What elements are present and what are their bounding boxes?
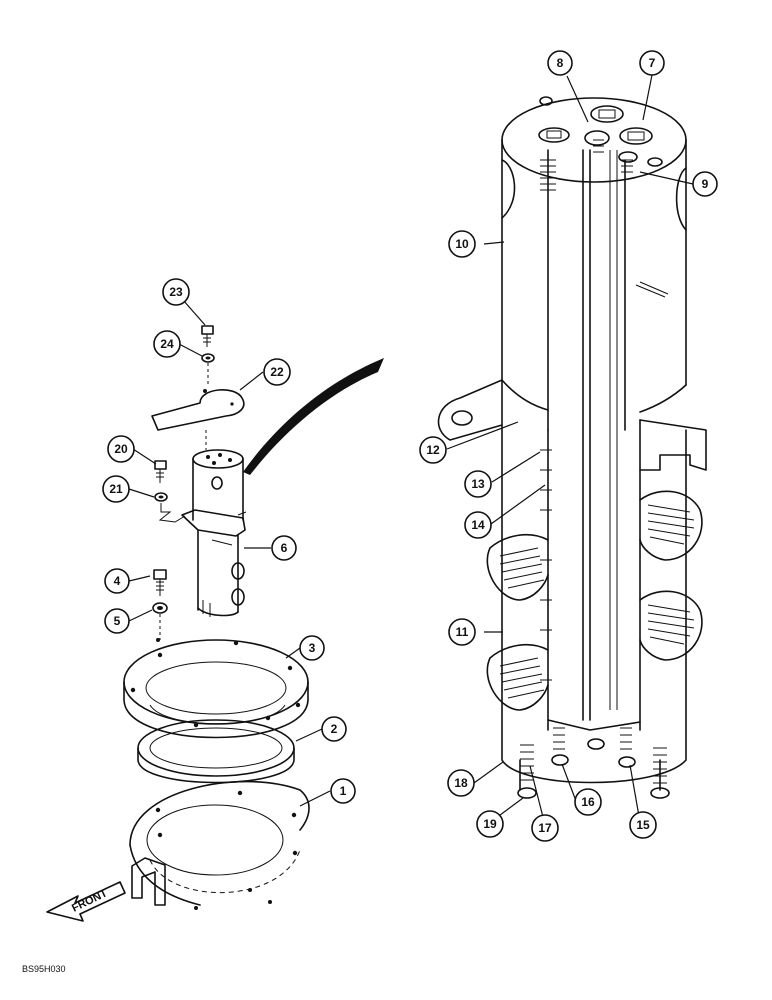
callout-9: 9 <box>692 171 718 197</box>
svg-text:12: 12 <box>426 443 440 457</box>
gasket-part <box>129 780 310 910</box>
callout-10: 10 <box>448 230 476 258</box>
rotary-joint-body-part <box>181 449 247 617</box>
callout-11: 11 <box>448 618 476 646</box>
washer-21-part <box>154 492 186 523</box>
callout-14: 14 <box>464 511 492 539</box>
svg-text:21: 21 <box>109 482 123 496</box>
seal-ring-part <box>137 719 295 784</box>
bolt-4-part <box>153 569 167 596</box>
svg-text:16: 16 <box>581 795 595 809</box>
svg-text:8: 8 <box>557 56 564 70</box>
swivel-core-part <box>437 96 707 799</box>
bolt-23-part <box>201 325 214 347</box>
flange-ring-part <box>123 638 309 739</box>
callout-17: 17 <box>531 814 559 842</box>
callout-19: 19 <box>476 810 504 838</box>
svg-text:4: 4 <box>114 574 121 588</box>
svg-text:19: 19 <box>483 817 497 831</box>
svg-text:23: 23 <box>169 285 183 299</box>
svg-text:18: 18 <box>454 776 468 790</box>
washer-24-part <box>201 353 215 384</box>
washer-5-part <box>152 602 168 640</box>
callout-21: 21 <box>102 475 130 503</box>
bolt-20-part <box>154 460 167 483</box>
leader-lines <box>128 74 694 826</box>
stopper-plate-part <box>151 388 245 450</box>
callout-20: 20 <box>107 435 135 463</box>
callout-15: 15 <box>629 811 657 839</box>
front-label: FRONT <box>70 887 110 915</box>
callout-16: 16 <box>574 788 602 816</box>
callout-1: 1 <box>330 778 356 804</box>
svg-text:2: 2 <box>331 722 338 736</box>
svg-text:6: 6 <box>281 541 288 555</box>
svg-text:10: 10 <box>455 237 469 251</box>
retaining-clip-part <box>131 857 166 906</box>
svg-text:22: 22 <box>270 365 284 379</box>
callout-2: 2 <box>321 716 347 742</box>
callout-4: 4 <box>104 568 130 594</box>
svg-text:15: 15 <box>636 818 650 832</box>
callout-8: 8 <box>547 50 573 76</box>
svg-text:14: 14 <box>471 518 485 532</box>
callout-18: 18 <box>447 769 475 797</box>
svg-text:20: 20 <box>114 442 128 456</box>
connecting-arrow-wedge <box>243 358 384 475</box>
svg-text:3: 3 <box>309 641 316 655</box>
svg-text:5: 5 <box>114 614 121 628</box>
callout-12: 12 <box>419 436 447 464</box>
callout-22: 22 <box>263 358 291 386</box>
callout-13: 13 <box>464 470 492 498</box>
svg-text:9: 9 <box>702 177 709 191</box>
callout-3: 3 <box>299 635 325 661</box>
svg-text:11: 11 <box>456 625 469 639</box>
callout-24: 24 <box>153 330 181 358</box>
svg-text:13: 13 <box>471 477 485 491</box>
svg-text:17: 17 <box>538 821 552 835</box>
callout-6: 6 <box>271 535 297 561</box>
callout-23: 23 <box>162 278 190 306</box>
svg-text:1: 1 <box>340 784 347 798</box>
svg-text:24: 24 <box>160 337 174 351</box>
reference-code: BS95H030 <box>22 964 66 974</box>
svg-text:7: 7 <box>649 56 656 70</box>
callout-7: 7 <box>639 50 665 76</box>
callout-5: 5 <box>104 608 130 634</box>
front-direction-arrow: FRONT <box>46 881 126 922</box>
